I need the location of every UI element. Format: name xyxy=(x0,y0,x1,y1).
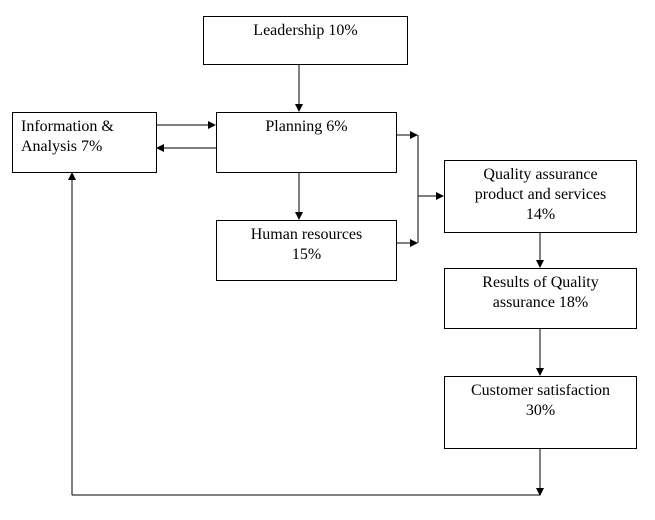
qa-label-line1: Quality assurance xyxy=(483,166,598,183)
results-label-line1: Results of Quality xyxy=(482,274,599,291)
planning-box: Planning 6% xyxy=(216,112,397,173)
customer-label-line2: 30% xyxy=(525,402,556,419)
customer-satisfaction-box: Customer satisfaction 30% xyxy=(444,376,637,449)
qa-label-line2: product and services xyxy=(474,186,607,203)
hr-label-line1: Human resources xyxy=(250,226,363,243)
qa-label-line3: 14% xyxy=(525,206,556,223)
results-box: Results of Quality assurance 18% xyxy=(444,268,637,329)
quality-assurance-box: Quality assurance product and services 1… xyxy=(444,160,637,233)
information-label-line2: Analysis 7% xyxy=(21,138,103,155)
planning-label: Planning 6% xyxy=(265,118,348,135)
leadership-box: Leadership 10% xyxy=(203,16,408,65)
hr-label-line2: 15% xyxy=(291,246,322,263)
information-label-line1: Information & xyxy=(21,118,114,135)
leadership-label: Leadership 10% xyxy=(253,22,358,39)
information-analysis-box: Information & Analysis 7% xyxy=(12,112,157,173)
results-label-line2: assurance 18% xyxy=(492,294,589,311)
human-resources-box: Human resources 15% xyxy=(216,220,397,281)
customer-label-line1: Customer satisfaction xyxy=(470,382,611,399)
